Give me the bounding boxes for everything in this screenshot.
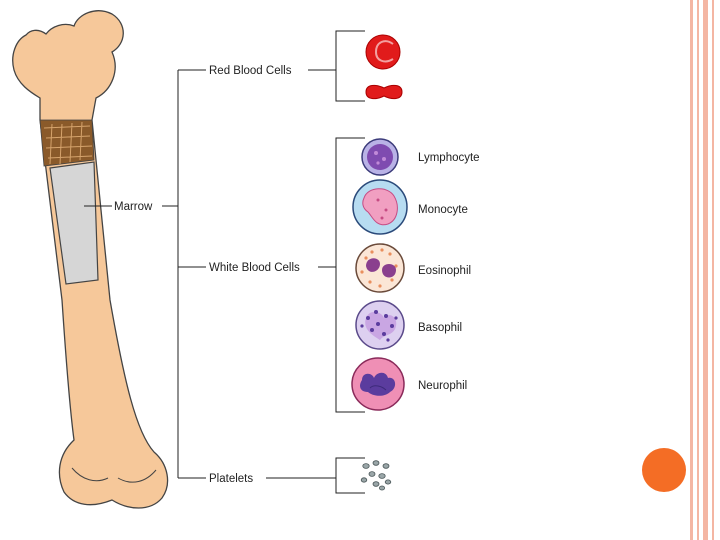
femur-condyle-line: [71, 467, 109, 482]
red-blood-cell-side: [365, 84, 403, 100]
white-blood-cells-label: White Blood Cells: [209, 262, 300, 274]
slide-stripe-1: [690, 0, 693, 540]
accent-dot: [642, 448, 686, 492]
neutrophil-cell: [351, 357, 405, 411]
monocyte-cell: [352, 179, 408, 235]
platelets-cluster: [360, 460, 392, 491]
monocyte-label: Monocyte: [418, 204, 468, 216]
rbc-bracket: [335, 30, 365, 102]
basophil-label: Basophil: [418, 322, 462, 334]
platelets-label: Platelets: [209, 473, 253, 485]
platelets-bracket: [335, 457, 365, 494]
neutrophil-label: Neurophil: [418, 380, 467, 392]
basophil-cell: [355, 300, 405, 350]
spongy-bone-texture: [43, 121, 93, 165]
slide-stripe-2: [697, 0, 699, 540]
lymphocyte-label: Lymphocyte: [418, 152, 480, 164]
eosinophil-cell: [355, 243, 405, 293]
bone-illustration: [12, 10, 169, 509]
wbc-bracket: [335, 137, 365, 413]
red-blood-cells-label: Red Blood Cells: [209, 65, 292, 77]
lymphocyte-cell: [361, 138, 399, 176]
red-blood-cell-top: [365, 34, 401, 70]
femur-condyle-line-2: [117, 469, 157, 483]
slide-stripe-3: [703, 0, 708, 540]
marrow-label: Marrow: [114, 201, 153, 213]
slide-stripe-4: [712, 0, 714, 540]
marrow-cavity: [49, 161, 99, 285]
eosinophil-label: Eosinophil: [418, 265, 471, 277]
